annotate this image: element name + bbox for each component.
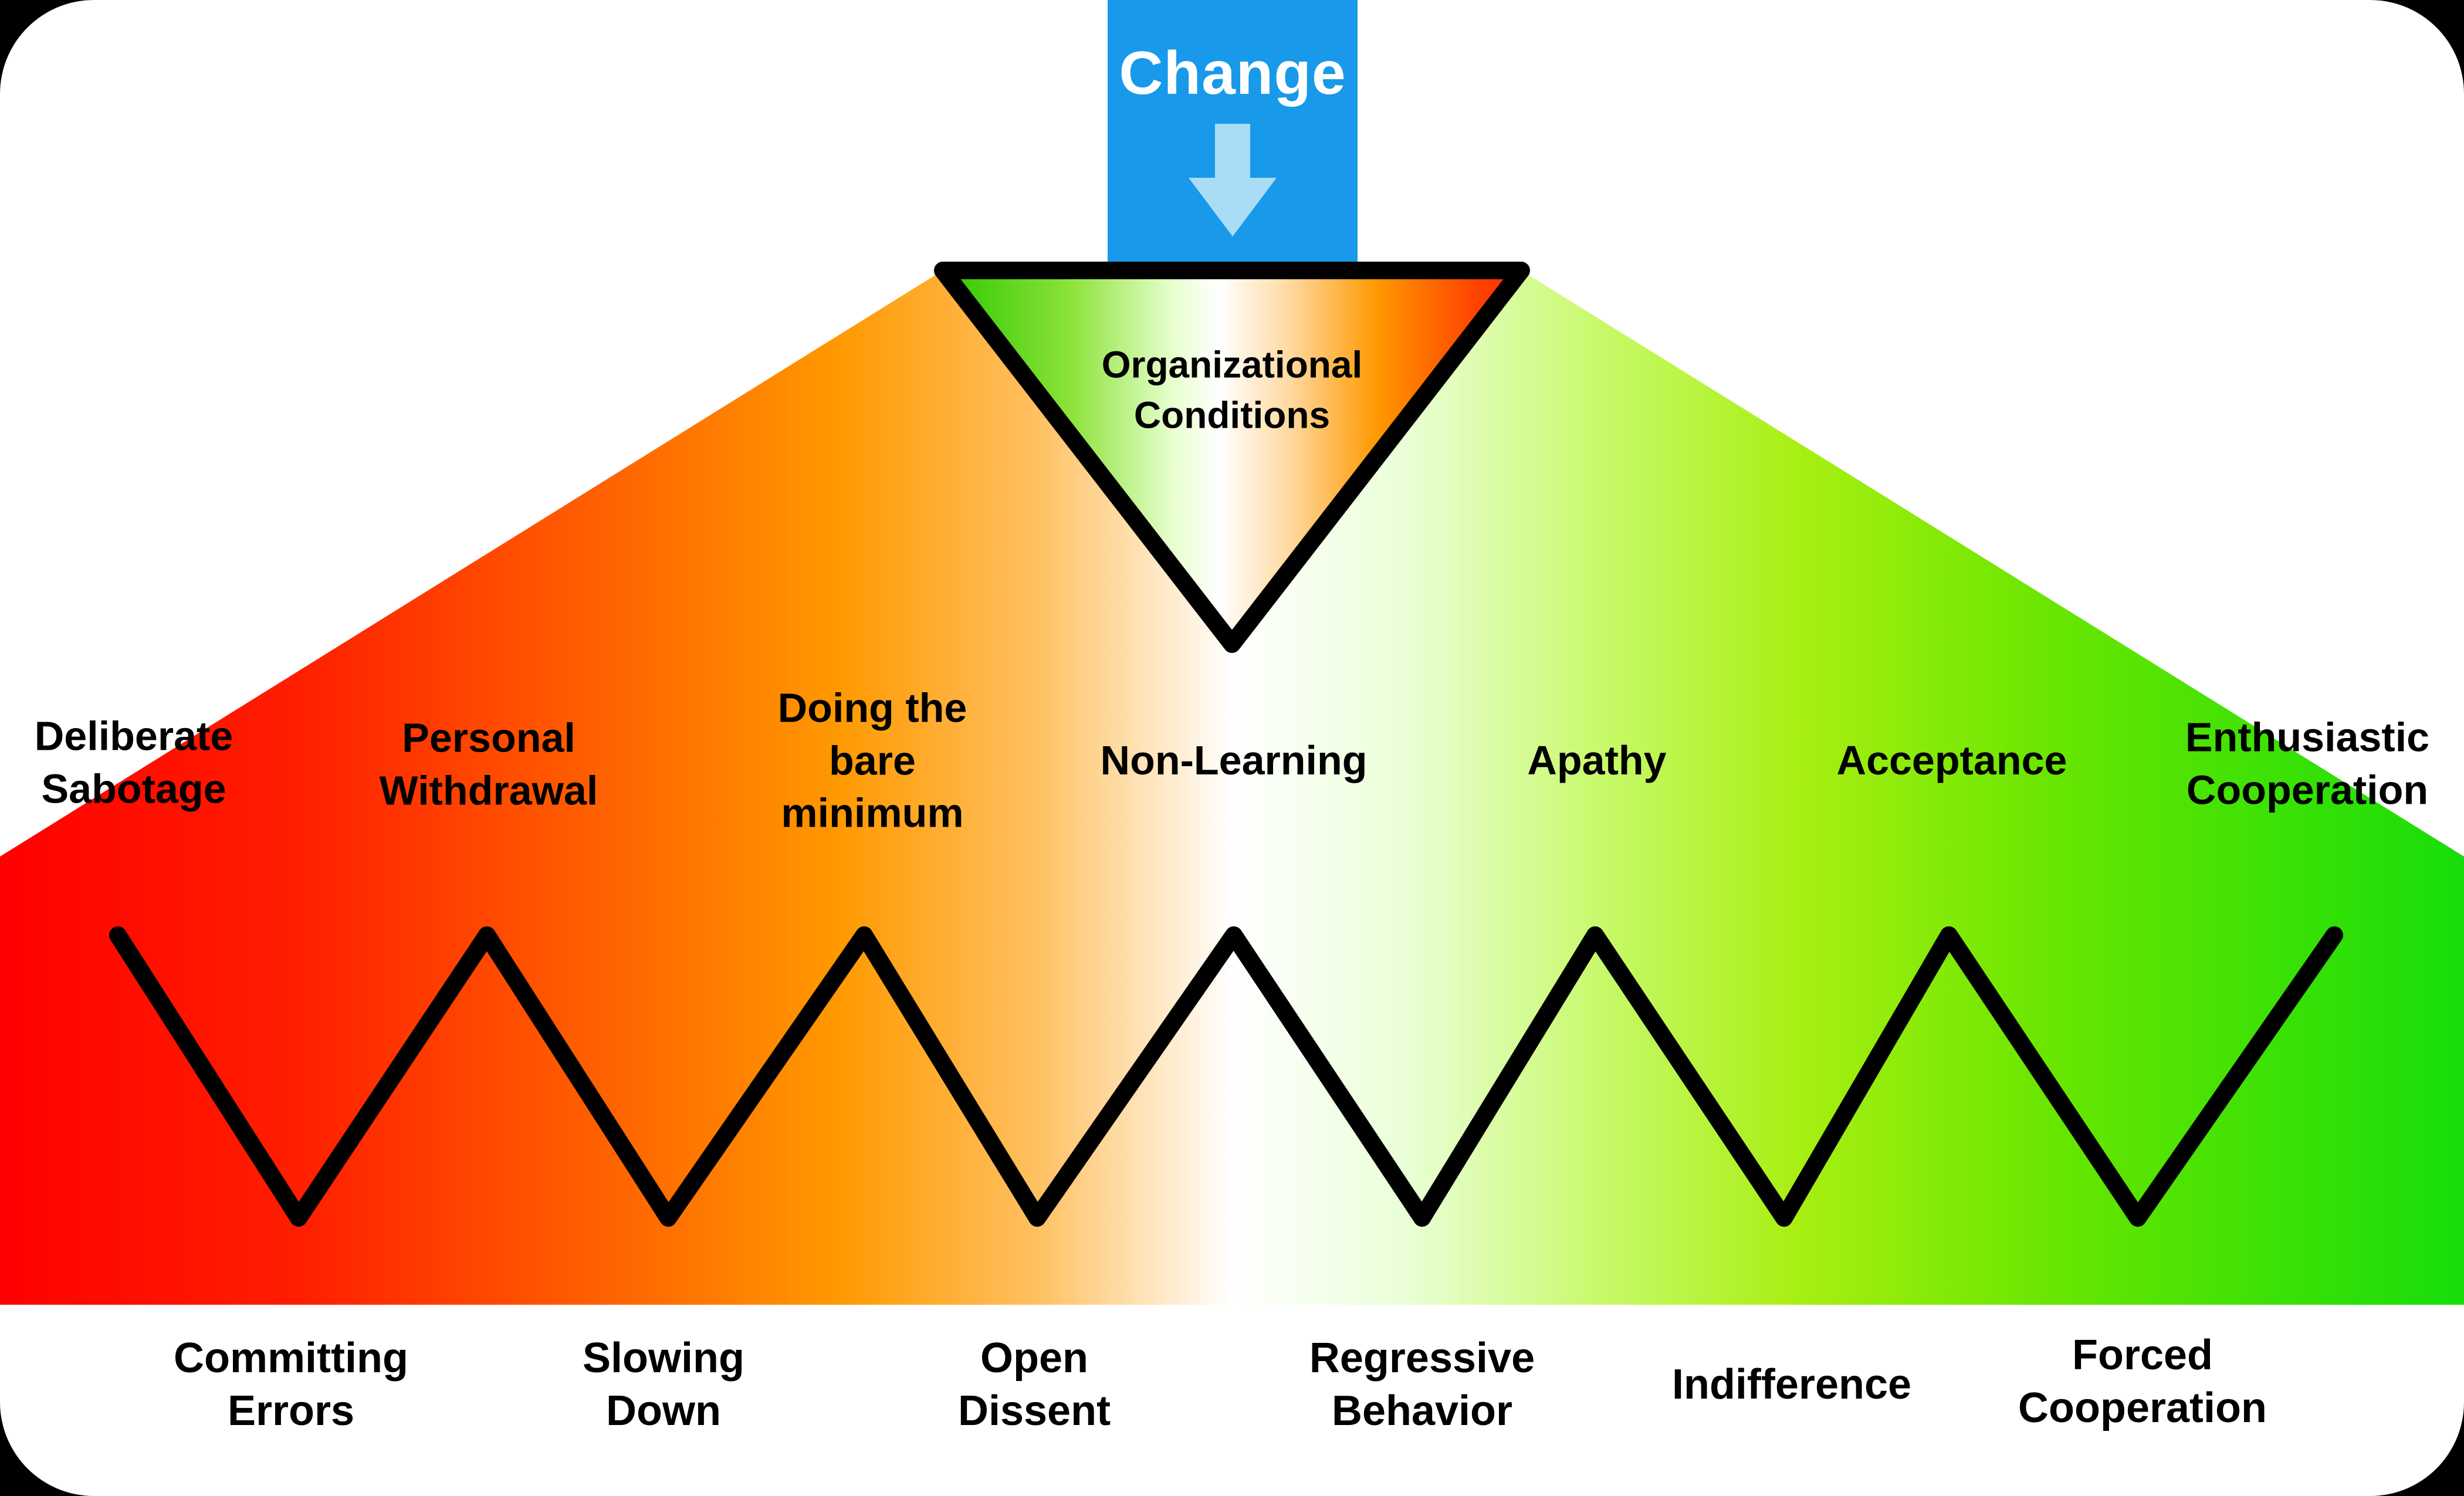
- top-label-deliberate-sabotage: Deliberate Sabotage: [34, 713, 233, 811]
- bottom-label-committing-errors: Committing Errors: [174, 1335, 408, 1434]
- change-label: Change: [1119, 39, 1346, 107]
- conditions-triangle: [934, 262, 1530, 653]
- top-label-enthusiastic-cooperation: Enthusiastic Cooperation: [2185, 714, 2430, 813]
- bottom-label-indifference: Indifference: [1671, 1361, 1912, 1408]
- top-label-non-learning: Non-Learning: [1100, 737, 1368, 784]
- bottom-label-open-dissent: Open Dissent: [957, 1335, 1111, 1434]
- bottom-label-forced-cooperation: Forced Cooperation: [2018, 1332, 2267, 1431]
- top-label-doing-bare-minimum: Doing the bare minimum: [777, 685, 967, 836]
- bottom-label-slowing-down: Slowing Down: [583, 1335, 744, 1434]
- top-label-acceptance: Acceptance: [1836, 737, 2067, 784]
- down-arrow-icon: [1189, 124, 1277, 236]
- change-banner: Change: [1108, 0, 1358, 262]
- top-label-apathy: Apathy: [1527, 737, 1667, 784]
- bottom-label-regressive-behavior: Regressive Behavior: [1309, 1335, 1535, 1434]
- conditions-label: Organizational Conditions: [1101, 343, 1363, 436]
- top-label-personal-withdrawal: Personal Withdrawal: [379, 715, 598, 813]
- zigzag-line: [109, 926, 2343, 1227]
